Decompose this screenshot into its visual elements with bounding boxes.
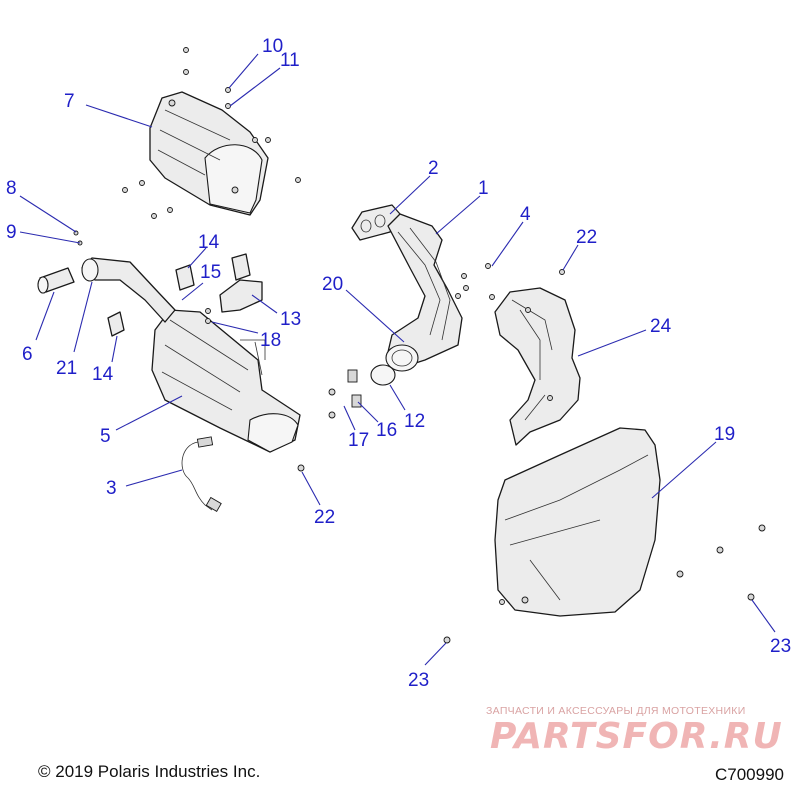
callout-21: 21 — [56, 358, 77, 379]
heat-shield-7 — [149, 91, 269, 216]
watermark-tagline: ЗАПЧАСТИ И АКСЕССУАРЫ ДЛЯ МОТОТЕХНИКИ — [486, 705, 746, 717]
callout-18: 18 — [260, 330, 281, 351]
callout-14-bottom: 14 — [92, 364, 114, 385]
header-1 — [385, 213, 463, 372]
callout-10: 10 — [262, 36, 283, 57]
pipe-21 — [81, 257, 176, 323]
shield-19 — [494, 427, 661, 617]
fasteners-16-17 — [328, 369, 362, 419]
watermark-logo: PARTSFOR.RU — [490, 716, 783, 757]
callout-22-bottom: 22 — [314, 507, 335, 528]
tip-6 — [37, 267, 75, 294]
callout-23-left: 23 — [408, 670, 429, 691]
callout-23-right: 23 — [770, 636, 791, 657]
bracket-13 — [219, 279, 263, 313]
callout-12: 12 — [404, 411, 425, 432]
muffler-5 — [151, 309, 301, 453]
callout-2: 2 — [428, 158, 439, 179]
callout-1: 1 — [478, 178, 489, 199]
small-hardware — [73, 47, 766, 644]
sensor-3 — [181, 436, 222, 512]
callout-19: 19 — [714, 424, 735, 445]
callout-24: 24 — [650, 316, 672, 337]
callout-14-top: 14 — [198, 232, 220, 253]
callout-17: 17 — [348, 430, 369, 451]
callout-20: 20 — [322, 274, 343, 295]
plug-12 — [370, 364, 396, 386]
callout-4: 4 — [520, 204, 531, 225]
callout-numbers: 10 11 7 8 9 2 1 4 22 14 15 20 13 6 21 14… — [6, 36, 791, 691]
isolator-14 — [107, 253, 251, 337]
callout-22-top: 22 — [576, 227, 597, 248]
callout-5: 5 — [100, 426, 111, 447]
callout-3: 3 — [106, 478, 117, 499]
leader-lines — [19, 53, 776, 666]
callout-16: 16 — [376, 420, 397, 441]
copyright-text: © 2019 Polaris Industries Inc. — [38, 762, 261, 781]
callout-9: 9 — [6, 222, 17, 243]
drawing-number: C700990 — [714, 765, 784, 784]
callout-8: 8 — [6, 178, 17, 199]
callout-15: 15 — [200, 262, 221, 283]
callout-6: 6 — [22, 344, 33, 365]
callout-13: 13 — [280, 309, 301, 330]
shield-24 — [494, 287, 581, 446]
callout-11: 11 — [280, 50, 300, 71]
callout-7: 7 — [64, 91, 75, 112]
